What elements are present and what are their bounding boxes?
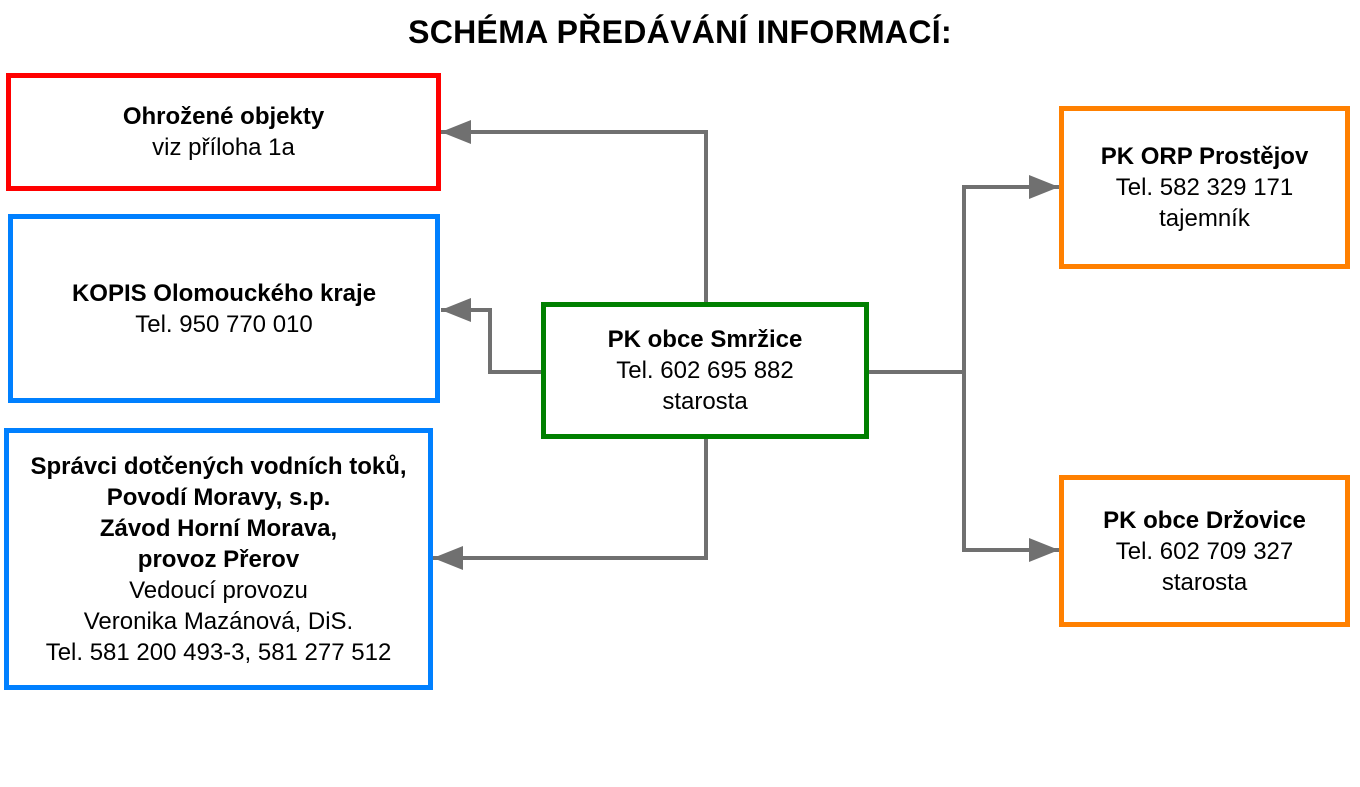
node-pk-orp-prostejov: PK ORP Prostějov Tel. 582 329 171 tajemn… [1059, 106, 1350, 269]
node-pk-obce-drzovice: PK obce Držovice Tel. 602 709 327 staros… [1059, 475, 1350, 627]
arrowhead-kopis [441, 298, 471, 322]
node-orp-phone: Tel. 582 329 171 [1115, 174, 1294, 201]
node-spravci-name-line: provoz Přerov [137, 545, 300, 573]
node-spravci-name-line: Správci dotčených vodních toků, [30, 452, 407, 480]
arrowhead-ohrozene [441, 120, 471, 144]
node-center-name: PK obce Smržice [607, 326, 803, 353]
arrow-to-orp [962, 185, 1059, 372]
arrow-to-spravci [433, 439, 708, 560]
node-kopis: KOPIS Olomouckého kraje Tel. 950 770 010 [8, 214, 440, 403]
arrow-to-drzovice [962, 372, 1059, 552]
node-spravci-person: Veronika Mazánová, DiS. [83, 607, 354, 635]
node-spravci-phone: Tel. 581 200 493-3, 581 277 512 [45, 638, 392, 666]
node-drzovice-phone: Tel. 602 709 327 [1115, 537, 1294, 565]
node-orp-name: PK ORP Prostějov [1100, 143, 1309, 170]
node-ohrozene-name: Ohrožené objekty [122, 103, 325, 130]
node-kopis-name: KOPIS Olomouckého kraje [71, 279, 377, 307]
node-drzovice-role: starosta [1161, 568, 1248, 596]
diagram-title: SCHÉMA PŘEDÁVÁNÍ INFORMACÍ: [408, 14, 952, 50]
node-ohrozene-objekty: Ohrožené objekty viz příloha 1a [6, 73, 441, 191]
node-spravci-name-line: Závod Horní Morava, [99, 514, 338, 542]
arrow-to-kopis [441, 308, 541, 374]
node-center-role: starosta [662, 388, 748, 415]
arrowhead-drzovice [1029, 538, 1059, 562]
arrowhead-orp [1029, 175, 1059, 199]
node-kopis-phone: Tel. 950 770 010 [135, 310, 313, 338]
node-spravci-name-line: Povodí Moravy, s.p. [106, 483, 331, 511]
arrow-to-ohrozene [441, 130, 708, 302]
node-orp-role: tajemník [1159, 205, 1250, 232]
arrowhead-spravci [433, 546, 463, 570]
node-drzovice-name: PK obce Držovice [1103, 506, 1306, 534]
node-spravci-vodnich-toku: Správci dotčených vodních toků, Povodí M… [4, 428, 433, 690]
node-ohrozene-line: viz příloha 1a [152, 134, 295, 161]
node-spravci-role: Vedoucí provozu [129, 576, 308, 604]
node-pk-obce-smrzice: PK obce Smržice Tel. 602 695 882 starost… [541, 302, 869, 439]
node-center-phone: Tel. 602 695 882 [616, 357, 794, 384]
